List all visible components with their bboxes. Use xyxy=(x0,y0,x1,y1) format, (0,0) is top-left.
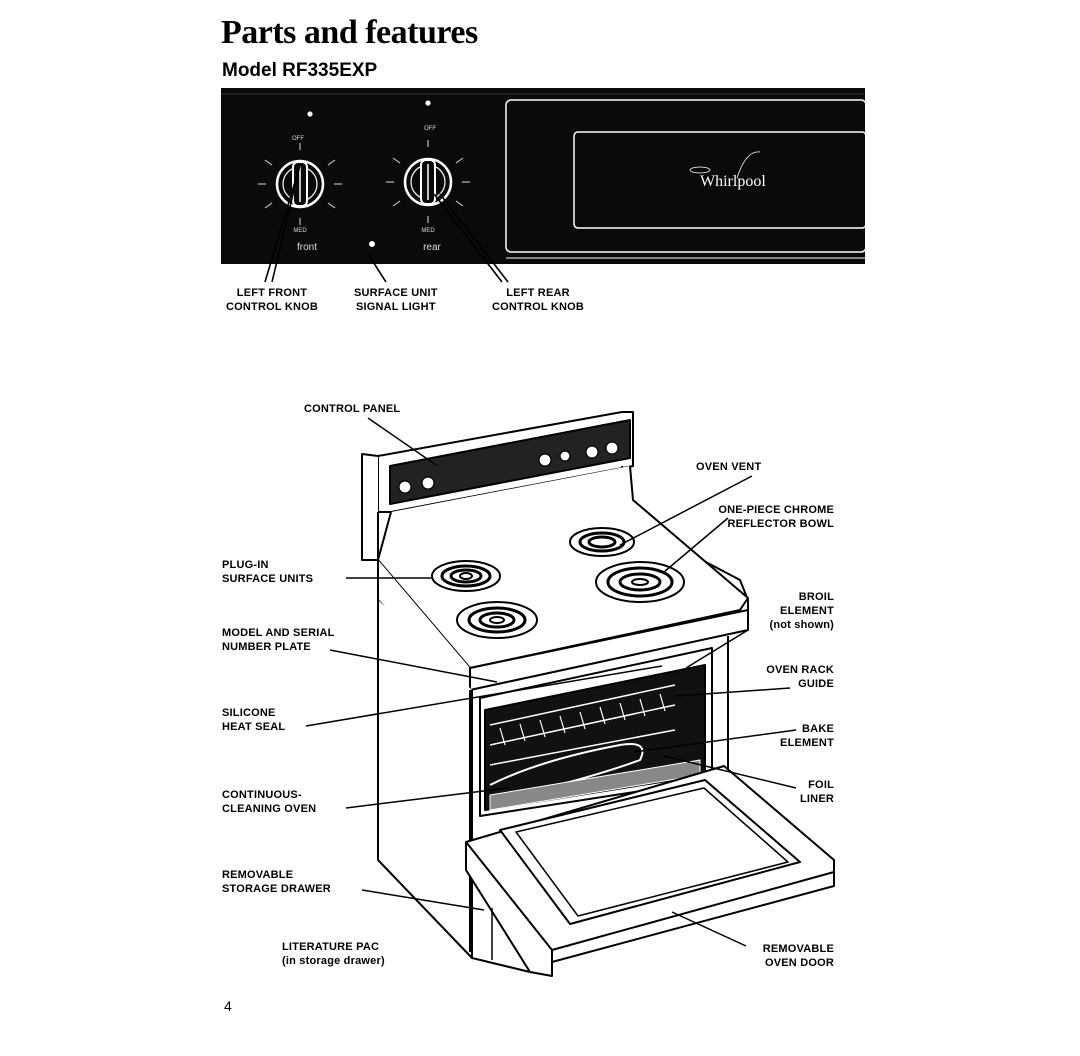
label-continuous-cleaning-oven: CONTINUOUS- CLEANING OVEN xyxy=(222,789,317,815)
control-panel-face xyxy=(221,88,865,264)
brand-logo: Whirlpool xyxy=(700,173,766,190)
svg-text:MED: MED xyxy=(293,228,307,234)
page-number: 4 xyxy=(224,998,232,1014)
surface-units xyxy=(431,527,685,639)
label-removable-storage-drawer: REMOVABLE STORAGE DRAWER xyxy=(222,869,331,895)
label-oven-vent: OVEN VENT xyxy=(696,461,762,473)
left-rear-knob[interactable]: OFF MED rear xyxy=(386,126,470,253)
knob-right-caption: rear xyxy=(423,242,441,253)
panel-frame-inner xyxy=(573,131,867,229)
label-model-serial-plate: MODEL AND SERIAL NUMBER PLATE xyxy=(222,627,335,653)
label-plug-in-surface-units: PLUG-IN SURFACE UNITS xyxy=(222,559,314,585)
range-leader-lines xyxy=(305,417,797,947)
surface-unit-signal-light xyxy=(369,241,375,247)
page-title: Parts and features xyxy=(221,14,478,51)
left-front-knob[interactable]: OFF MED front xyxy=(258,136,342,253)
label-control-panel: CONTROL PANEL xyxy=(304,403,401,415)
label-left-rear-knob: LEFT REAR CONTROL KNOB xyxy=(492,287,585,313)
label-bake-element: BAKE ELEMENT xyxy=(780,723,834,749)
svg-text:OFF: OFF xyxy=(292,136,304,142)
knob-left-caption: front xyxy=(297,242,317,253)
label-broil-element: BROIL ELEMENT (not shown) xyxy=(769,591,834,631)
label-left-front-knob: LEFT FRONT CONTROL KNOB xyxy=(226,287,319,313)
label-literature-pac: LITERATURE PAC (in storage drawer) xyxy=(282,941,385,967)
surface-unit-left-rear xyxy=(431,560,501,592)
svg-text:OFF: OFF xyxy=(424,126,436,132)
surface-unit-right-rear xyxy=(569,527,635,557)
label-chrome-reflector-bowl: ONE-PIECE CHROME REFLECTOR BOWL xyxy=(718,504,834,530)
label-removable-oven-door: REMOVABLE OVEN DOOR xyxy=(762,943,834,969)
label-silicone-heat-seal: SILICONE HEAT SEAL xyxy=(222,707,286,733)
model-number: Model RF335EXP xyxy=(222,60,378,81)
surface-unit-left-front xyxy=(456,601,538,639)
surface-unit-right-front xyxy=(595,561,685,603)
svg-text:MED: MED xyxy=(421,228,435,234)
label-foil-liner: FOIL LINER xyxy=(800,779,834,805)
label-surface-unit-signal-light: SURFACE UNIT SIGNAL LIGHT xyxy=(354,287,438,313)
label-oven-rack-guide: OVEN RACK GUIDE xyxy=(766,664,834,690)
